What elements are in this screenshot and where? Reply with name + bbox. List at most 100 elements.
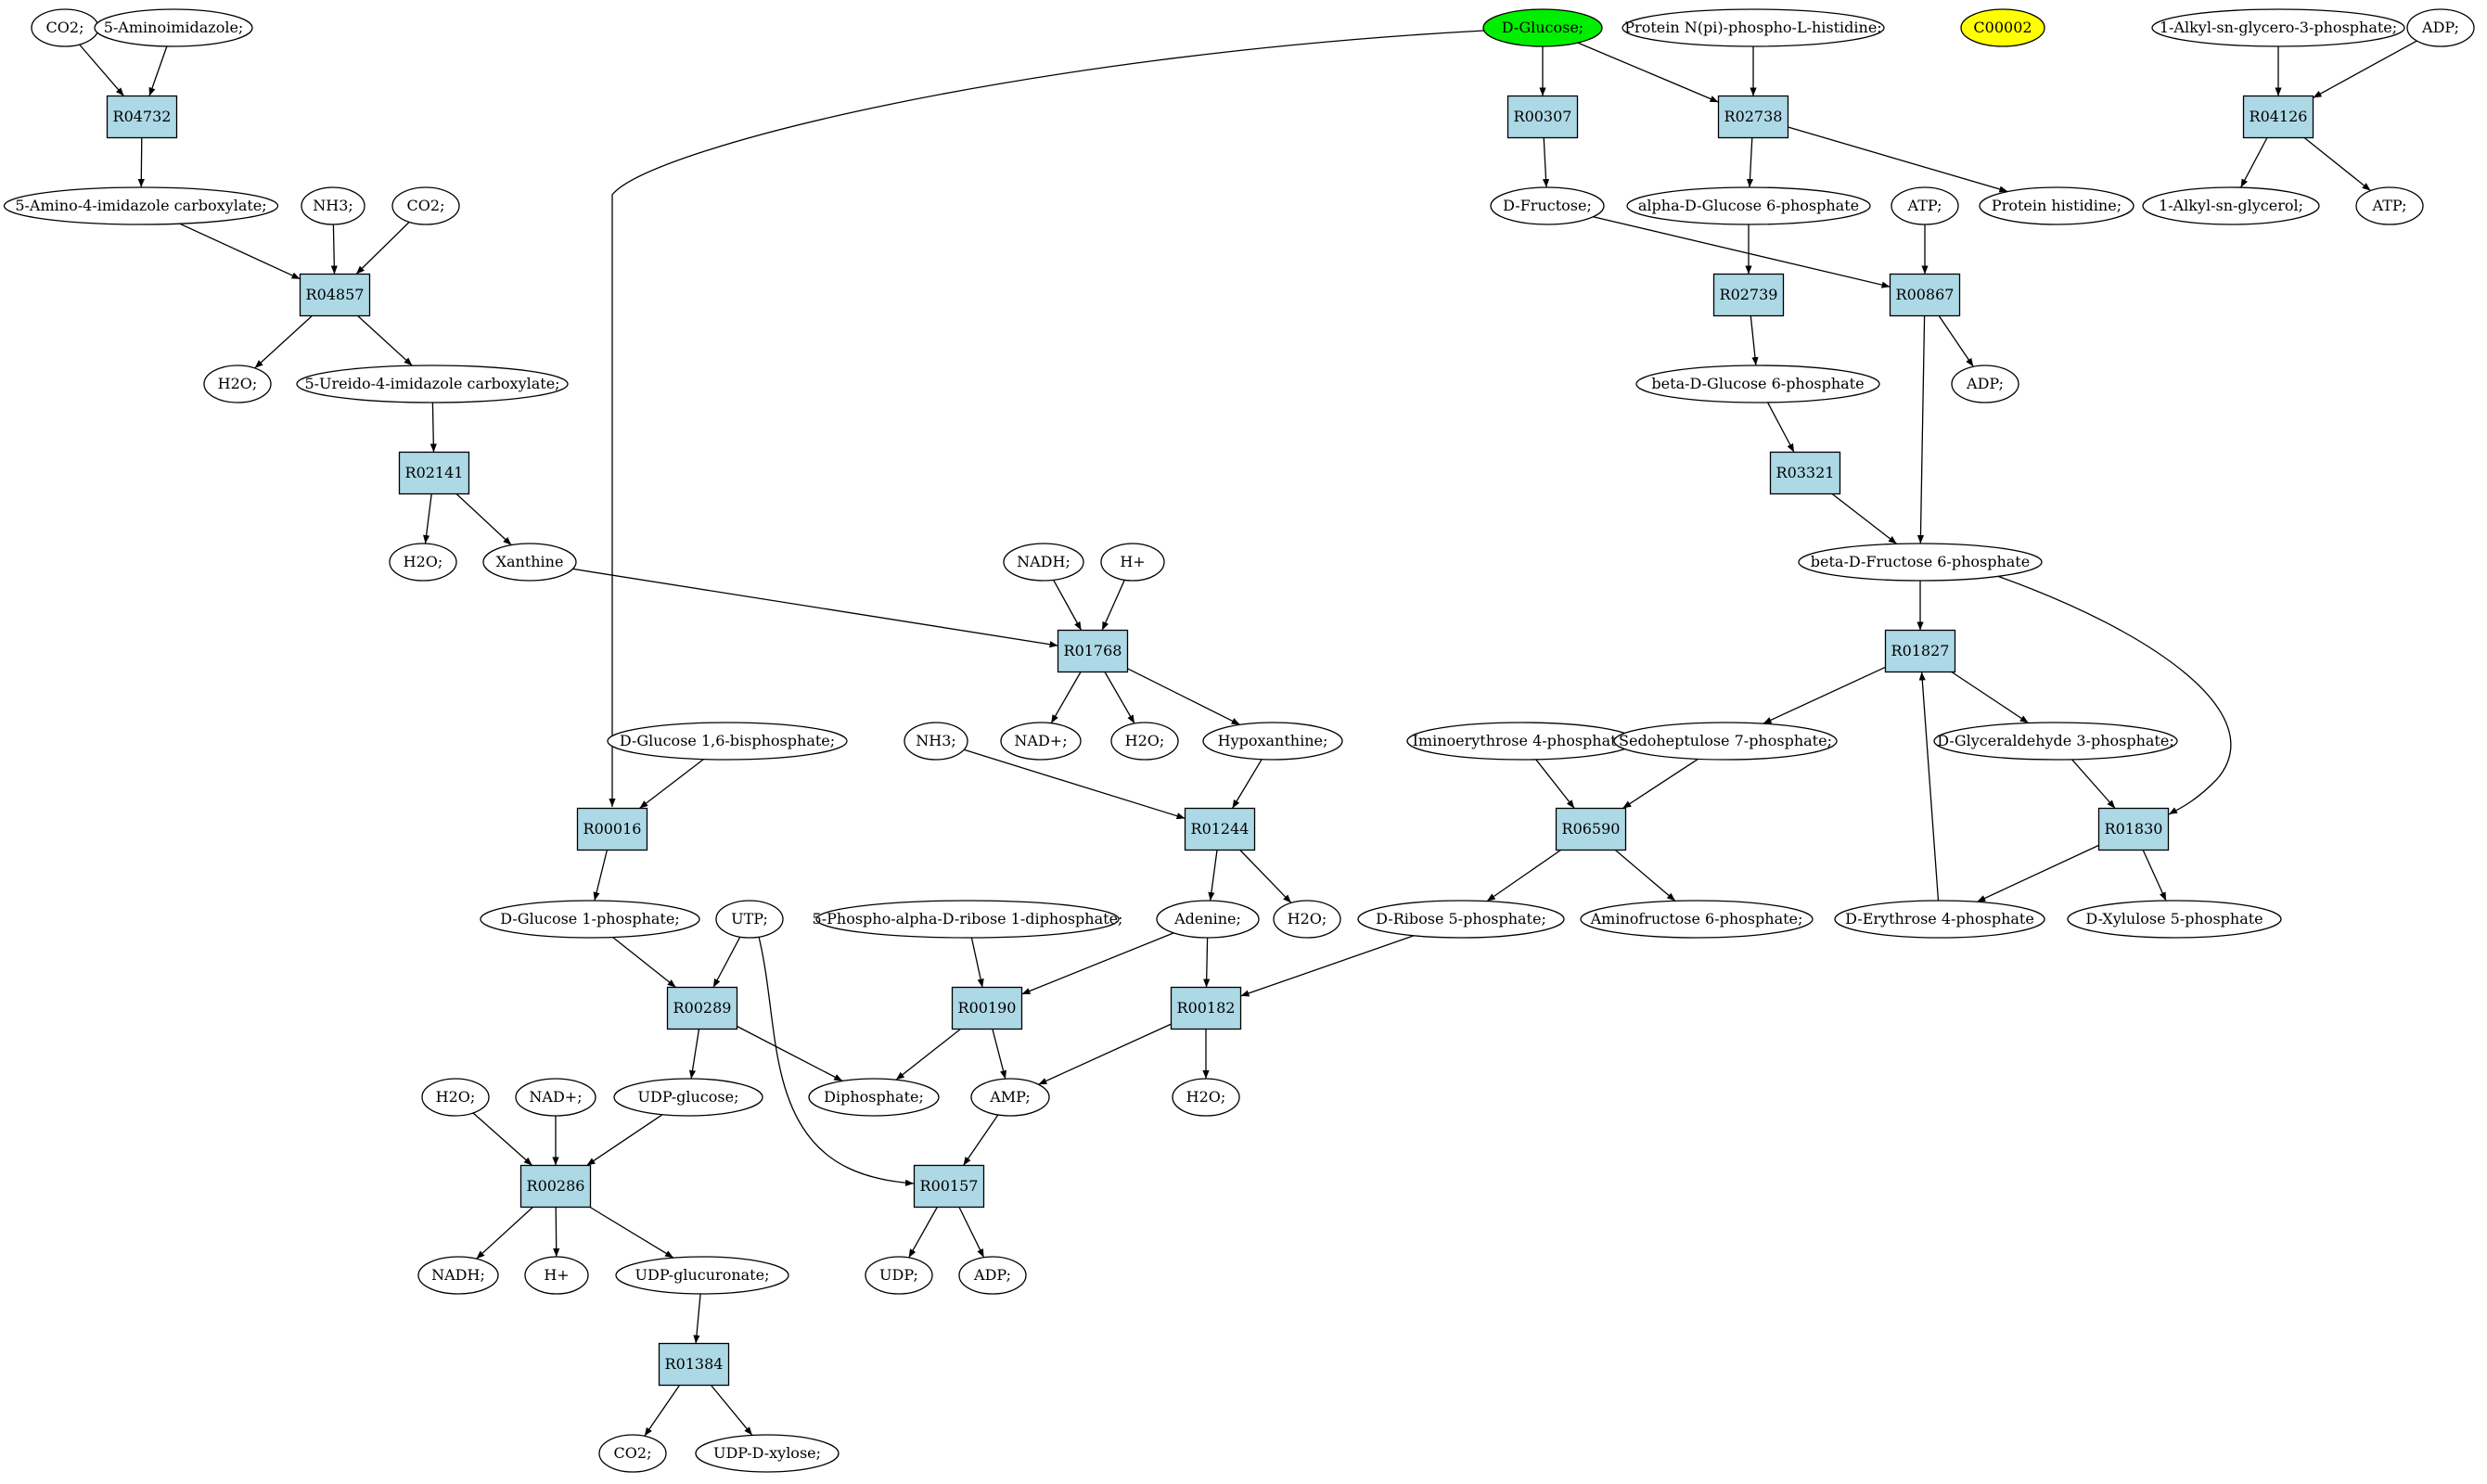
compound-ellipse: [607, 722, 848, 761]
compound-label: NADH;: [431, 1266, 485, 1284]
edge-R00190-to-amp: [992, 1029, 1007, 1080]
compound-node-hplus_a: H+: [1100, 543, 1165, 582]
edge-R00190-to-diphosphate: [895, 1028, 961, 1081]
edge-R00286-to-hplus_b: [553, 1207, 560, 1258]
compound-label: UDP-glucose;: [638, 1088, 739, 1106]
compound-ellipse: [1003, 543, 1084, 582]
compound-node-xyl5p: D-Xylulose 5-phosphate: [2067, 900, 2282, 939]
reaction-label: R00286: [527, 1177, 585, 1195]
edge-utp-to-R00157: [758, 936, 915, 1186]
compound-ellipse: [2151, 8, 2405, 47]
compound-label: ATP;: [2372, 197, 2407, 214]
compound-ellipse: [515, 1078, 596, 1117]
compound-ellipse: [203, 365, 272, 403]
edge-adenine-to-R00182: [1203, 937, 1211, 988]
edges-layer: [79, 30, 2417, 1437]
edge-R00157-to-adp_c: [958, 1207, 985, 1258]
compound-node-aminofru6p: Aminofructose 6-phosphate;: [1580, 900, 1814, 939]
compound-ellipse: [1100, 543, 1165, 582]
reaction-label: R02141: [405, 464, 464, 481]
compound-ellipse: [1202, 722, 1343, 761]
compound-node-nadplus_b: NAD+;: [515, 1078, 596, 1117]
compound-node-protnpi: Protein N(pi)-phospho-L-histidine;: [1622, 8, 1885, 47]
reaction-label: R04126: [2250, 108, 2308, 125]
compound-label: D-Glucose 1-phosphate;: [500, 910, 679, 928]
edge-hypoxanthine-to-R01244: [1231, 759, 1263, 809]
reaction-box: [1555, 807, 1627, 851]
compound-ellipse: [1891, 186, 1959, 225]
edge-ureido-to-R02141: [429, 402, 437, 453]
compound-label: Hypoxanthine;: [1218, 732, 1328, 749]
compound-node-dfructose: D-Fructose;: [1490, 186, 1605, 225]
compound-ellipse: [808, 1078, 940, 1117]
compound-node-adp_c: ADP;: [958, 1256, 1027, 1295]
compound-node-alkylg3p: 1-Alkyl-sn-glycero-3-phosphate;: [2151, 8, 2405, 47]
edge-R00867-to-bfru6p: [1917, 315, 1926, 544]
compound-node-ureido: 5-Ureido-4-imidazole carboxylate;: [296, 365, 569, 403]
compound-ellipse: [296, 365, 569, 403]
compound-ellipse: [1482, 8, 1603, 47]
reaction-node-R01830: R01830: [2097, 807, 2170, 851]
compound-node-nh3_b: NH3;: [904, 722, 968, 761]
edge-R00867-to-adp_b: [1938, 315, 1974, 367]
compound-ellipse: [1798, 543, 2043, 582]
edge-ery4p-to-R01827: [1918, 672, 1940, 902]
reaction-box: [1184, 807, 1256, 851]
compound-ellipse: [1626, 186, 1871, 225]
reaction-label: R02739: [1720, 286, 1778, 303]
compound-label: C00002: [1973, 19, 2032, 36]
compound-node-amino4: 5-Amino-4-imidazole carboxylate;: [3, 186, 279, 225]
compound-ellipse: [1960, 8, 2045, 47]
reaction-box: [1769, 451, 1841, 495]
compound-ellipse: [1933, 722, 2178, 761]
reaction-box: [1057, 629, 1129, 673]
compound-node-co2_c: CO2;: [598, 1434, 667, 1473]
edge-R01768-to-nadplus_a: [1050, 672, 1082, 724]
compound-node-aminoimidazole: 5-Aminoimidazole;: [94, 8, 253, 47]
edge-R06590-to-aminofru6p: [1614, 850, 1676, 902]
compound-ellipse: [1490, 186, 1605, 225]
reaction-label: R01768: [1064, 642, 1122, 659]
reaction-node-R06590: R06590: [1555, 807, 1627, 851]
compound-ellipse: [613, 1078, 763, 1117]
reaction-label: R03321: [1776, 464, 1835, 481]
reaction-node-R00190: R00190: [951, 986, 1023, 1030]
edge-R00289-to-udpglucose: [688, 1029, 700, 1080]
compound-ellipse: [904, 722, 968, 761]
reaction-node-R04732: R04732: [106, 95, 178, 139]
edge-R00307-to-dfructose: [1542, 137, 1550, 188]
reaction-box: [1717, 95, 1789, 139]
edge-amino4-to-R04857: [179, 223, 301, 280]
edge-sedo7p-to-R06590: [1622, 758, 1699, 810]
reaction-label: R04857: [306, 286, 365, 303]
edge-R01830-to-ery4p: [1977, 844, 2099, 902]
compound-label: H+: [1120, 553, 1145, 570]
edge-R01768-to-hypoxanthine: [1127, 668, 1240, 725]
reaction-node-R00182: R00182: [1170, 986, 1242, 1030]
edge-dglucose-to-R02738: [1577, 42, 1719, 103]
compound-ellipse: [1635, 365, 1880, 403]
compound-ellipse: [1613, 722, 1838, 761]
reaction-node-R03321: R03321: [1769, 451, 1841, 495]
edge-adp_a-to-R04126: [2313, 40, 2417, 98]
compound-label: H+: [544, 1266, 569, 1284]
reaction-node-R01244: R01244: [1184, 807, 1256, 851]
reaction-node-R00867: R00867: [1889, 273, 1961, 317]
compound-ellipse: [865, 1256, 933, 1295]
edge-aminoimidazole-to-R04732: [148, 45, 168, 96]
compound-label: NAD+;: [1014, 732, 1067, 749]
compound-node-glc1p: D-Glucose 1-phosphate;: [480, 900, 700, 939]
compound-label: D-Ribose 5-phosphate;: [1376, 910, 1546, 928]
edge-R00182-to-amp: [1038, 1023, 1172, 1085]
compound-node-adp_b: ADP;: [1951, 365, 2019, 403]
edge-R00286-to-udpglucuronate: [589, 1206, 674, 1259]
compound-node-co2_a: CO2;: [31, 8, 99, 47]
edge-amp-to-R00157: [962, 1114, 999, 1166]
compound-ellipse: [1172, 1078, 1240, 1117]
edge-R01827-to-gap: [1951, 671, 2030, 724]
compound-label: D-Glucose 1,6-bisphosphate;: [620, 732, 835, 749]
compound-node-prothis: Protein histidine;: [1979, 186, 2134, 225]
reaction-box: [951, 986, 1023, 1030]
compound-label: H2O;: [1186, 1088, 1226, 1106]
